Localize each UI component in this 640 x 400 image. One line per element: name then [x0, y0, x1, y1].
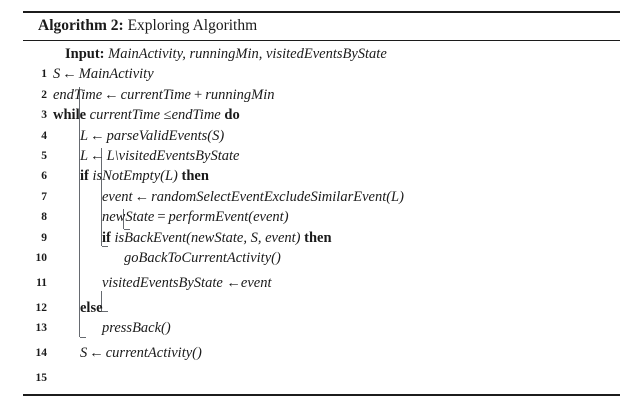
algorithm-line: 12 else [23, 298, 620, 318]
caption-keyword: Algorithm [38, 17, 107, 34]
line-number: 3 [41, 109, 47, 122]
line-code: if isNotEmpty(L) then [80, 168, 209, 185]
algorithm-caption-rule [23, 40, 620, 41]
algorithm-line: 11 visitedEventsByState ←event [23, 273, 620, 293]
input-code: Input: MainActivity, runningMin, visited… [65, 44, 387, 64]
line-code: endTime←currentTime+runningMin [53, 86, 275, 103]
algorithm-line: 8 newState=performEvent(event) [23, 207, 620, 227]
algorithm-line: 9 if isBackEvent(newState, S, event) then [23, 228, 620, 248]
line-code: visitedEventsByState ←event [102, 274, 272, 291]
line-number: 5 [41, 149, 47, 162]
line-code: while currentTime ≤endTime do [53, 107, 240, 124]
algorithm-body: Input: MainActivity, runningMin, visited… [23, 41, 620, 394]
line-number: 4 [41, 129, 47, 142]
line-number: 7 [41, 190, 47, 203]
line-code: pressBack() [102, 320, 171, 337]
line-number: 15 [35, 371, 48, 384]
line-number: 13 [35, 322, 48, 335]
line-code: newState=performEvent(event) [102, 209, 289, 226]
line-number: 11 [36, 276, 47, 289]
line-number: 6 [41, 170, 47, 183]
block-guide-while [79, 86, 86, 338]
algorithm-bottom-rule [23, 394, 620, 397]
algorithm-line: 10 goBackToCurrentActivity() [23, 248, 620, 268]
algorithm-line: 7 event←randomSelectEventExcludeSimilarEv… [23, 187, 620, 207]
caption-number: 2 [110, 17, 119, 34]
input-label: Input: [65, 46, 105, 62]
line-code: L←parseValidEvents(S) [80, 127, 225, 144]
algorithm-line: 1 S←MainActivity [23, 64, 620, 84]
caption-title: Exploring Algorithm [127, 17, 258, 34]
algorithm-line: 2 endTime←currentTime+runningMin [23, 85, 620, 105]
block-guide-if [101, 148, 108, 247]
line-number: 1 [41, 68, 47, 81]
algorithm-lines: 1 S←MainActivity 2 endTime←currentTime+runn… [23, 64, 620, 388]
line-number: 12 [35, 301, 48, 314]
line-number: 9 [41, 231, 47, 244]
algorithm-line: 4 L←parseValidEvents(S) [23, 126, 620, 146]
algorithm-caption: Algorithm 2: Exploring Algorithm [23, 13, 620, 40]
caption-separator: : [118, 17, 124, 34]
algorithm-line: 6 if isNotEmpty(L) then [23, 166, 620, 186]
algorithm-line: 5 L←L\visitedEventsByState [23, 146, 620, 166]
line-code: S←currentActivity() [80, 344, 202, 361]
algorithm-block: Algorithm 2: Exploring Algorithm Input: … [23, 11, 620, 397]
line-code: L←L\visitedEventsByState [80, 147, 240, 164]
algorithm-line: 14 S←currentActivity() [23, 343, 620, 363]
line-code: goBackToCurrentActivity() [124, 249, 281, 266]
line-number: 14 [35, 346, 48, 359]
line-number: 2 [41, 88, 47, 101]
block-guide-inner-if [123, 209, 130, 230]
line-number: 8 [41, 211, 47, 224]
line-code: else [80, 299, 103, 316]
algorithm-line: 15 [23, 368, 620, 388]
algorithm-input-line: Input: MainActivity, runningMin, visited… [23, 44, 620, 64]
line-number: 10 [35, 251, 48, 264]
input-params: MainActivity, runningMin, visitedEventsB… [108, 46, 387, 62]
line-code: event←randomSelectEventExcludeSimilarEve… [102, 188, 404, 205]
algorithm-line: 3 while currentTime ≤endTime do [23, 105, 620, 125]
line-code: S←MainActivity [53, 66, 154, 83]
algorithm-line: 13 pressBack() [23, 318, 620, 338]
block-guide-else [101, 291, 108, 312]
line-code: if isBackEvent(newState, S, event) then [102, 229, 332, 246]
algorithm-top-rule [23, 11, 620, 13]
